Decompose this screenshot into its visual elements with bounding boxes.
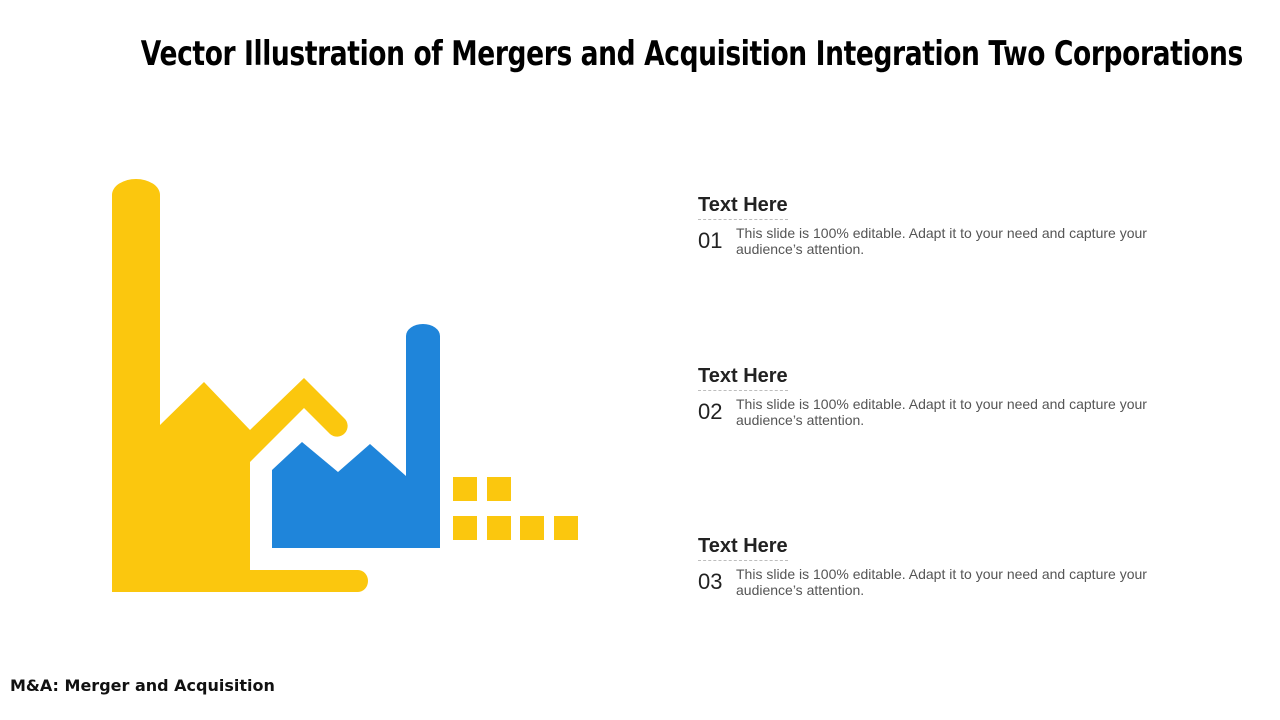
yellow-block (520, 516, 544, 540)
text-item-2: Text Here 02 This slide is 100% editable… (698, 365, 1168, 433)
yellow-block (487, 477, 511, 501)
factory-merger-illustration (112, 179, 578, 592)
yellow-block (453, 516, 477, 540)
item-number: 02 (698, 399, 723, 424)
text-item-3: Text Here 03 This slide is 100% editable… (698, 535, 1168, 603)
footnote: M&A: Merger and Acquisition (10, 676, 275, 695)
yellow-block (487, 516, 511, 540)
blue-factory-shape (272, 324, 440, 548)
item-heading: Text Here (698, 535, 788, 561)
item-number: 01 (698, 228, 723, 253)
slide-title: Vector Illustration of Mergers and Acqui… (140, 34, 1243, 74)
yellow-block (554, 516, 578, 540)
item-heading: Text Here (698, 194, 788, 220)
item-description: This slide is 100% editable. Adapt it to… (736, 396, 1147, 428)
text-item-1: Text Here 01 This slide is 100% editable… (698, 194, 1168, 262)
item-heading: Text Here (698, 365, 788, 391)
item-description: This slide is 100% editable. Adapt it to… (736, 566, 1147, 598)
yellow-block (453, 477, 477, 501)
item-description: This slide is 100% editable. Adapt it to… (736, 225, 1147, 257)
item-number: 03 (698, 569, 723, 594)
yellow-factory-shape (112, 179, 368, 592)
